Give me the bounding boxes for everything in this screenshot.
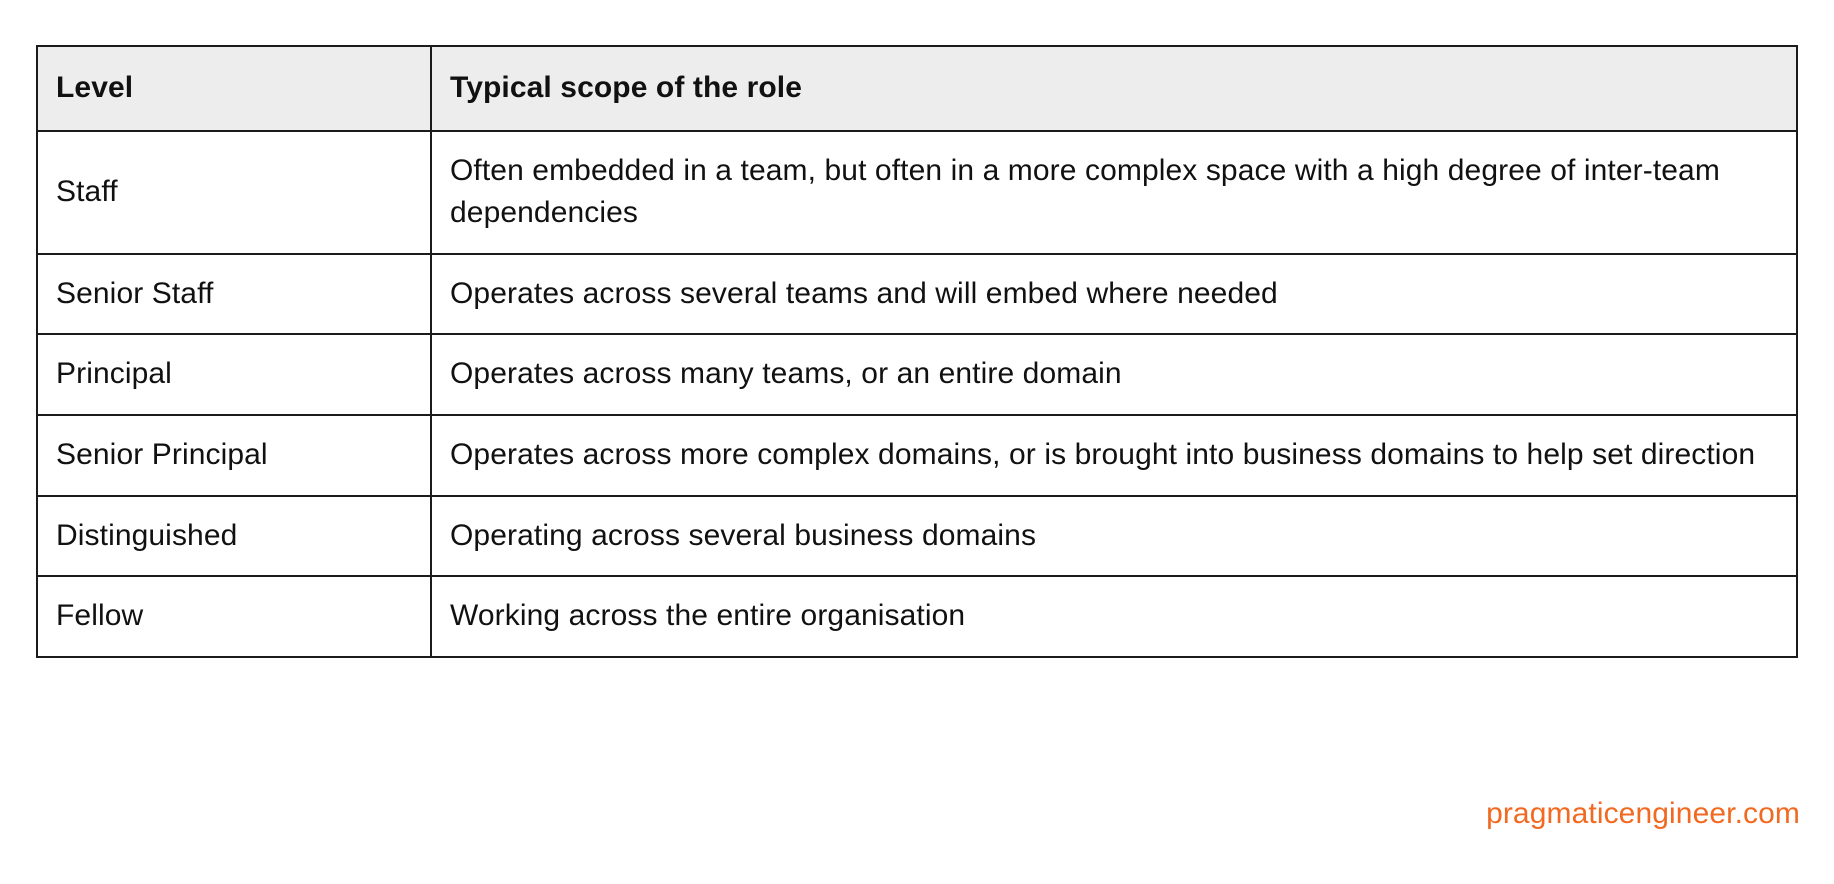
table-row: Senior Principal Operates across more co… [36,413,1798,497]
cell-scope: Operates across several teams and will e… [430,252,1798,336]
cell-scope: Operating across several business domain… [430,494,1798,578]
cell-scope: Operates across many teams, or an entire… [430,333,1798,416]
column-header-level: Level [36,45,432,132]
table-row: Senior Staff Operates across several tea… [36,252,1798,336]
table-row: Distinguished Operating across several b… [36,494,1798,578]
cell-level: Senior Principal [36,413,432,497]
cell-level: Principal [36,333,432,416]
cell-level: Staff [36,129,432,255]
cell-level: Senior Staff [36,252,432,336]
cell-scope: Often embedded in a team, but often in a… [430,129,1798,255]
table-row: Fellow Working across the entire organis… [36,575,1798,658]
cell-scope: Working across the entire organisation [430,575,1798,658]
table-row: Staff Often embedded in a team, but ofte… [36,129,1798,255]
source-watermark: pragmaticengineer.com [1486,797,1800,830]
levels-table-container: Level Typical scope of the role Staff Of… [36,45,1798,658]
cell-level: Distinguished [36,494,432,578]
table-header-row: Level Typical scope of the role [36,45,1798,132]
table-header: Level Typical scope of the role [36,45,1798,132]
table-body: Staff Often embedded in a team, but ofte… [36,129,1798,658]
cell-scope: Operates across more complex domains, or… [430,413,1798,497]
table-row: Principal Operates across many teams, or… [36,333,1798,416]
engineering-levels-table: Level Typical scope of the role Staff Of… [36,45,1798,658]
column-header-scope: Typical scope of the role [430,45,1798,132]
cell-level: Fellow [36,575,432,658]
